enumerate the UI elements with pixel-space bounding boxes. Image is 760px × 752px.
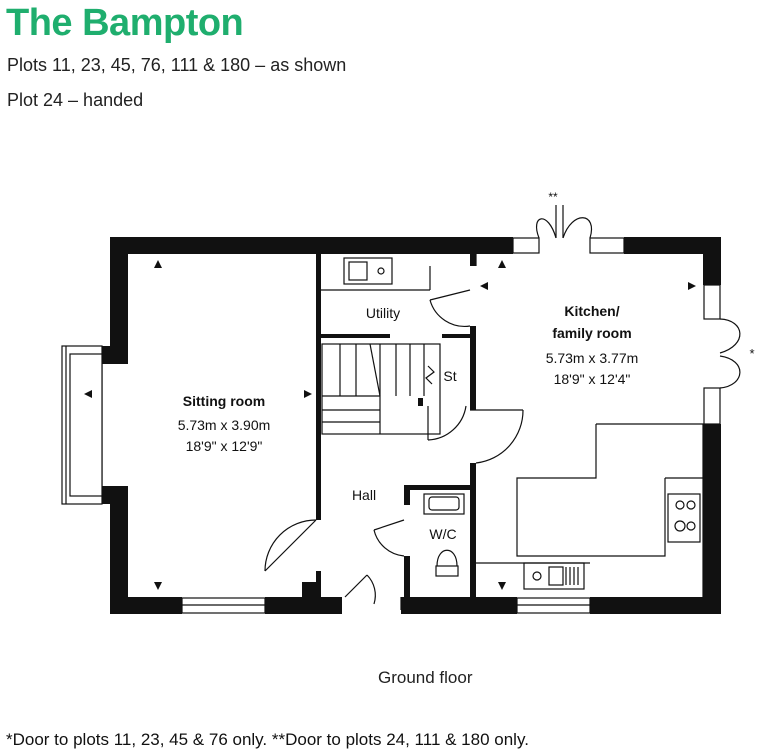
interior-walls	[302, 254, 476, 597]
sitting-room-imperial: 18'9" x 12'9"	[186, 438, 263, 454]
staircase	[321, 343, 441, 435]
floor-label: Ground floor	[378, 668, 473, 687]
footnote: *Door to plots 11, 23, 45 & 76 only. **D…	[6, 730, 529, 749]
kitchen-imperial: 18'9" x 12'4"	[554, 371, 631, 387]
double-door-marker: **	[548, 190, 558, 204]
kitchen-label-line1: Kitchen/	[564, 303, 619, 319]
sitting-room-label: Sitting room	[183, 393, 265, 409]
kitchen-units	[321, 254, 704, 597]
store-label: St	[443, 368, 456, 384]
hall-label: Hall	[352, 487, 376, 503]
dimension-arrows	[84, 260, 696, 590]
wc-label: W/C	[429, 526, 456, 542]
page-title: The Bampton	[6, 2, 244, 44]
windows	[61, 237, 721, 614]
outer-walls	[102, 237, 721, 614]
doors	[264, 205, 741, 610]
kitchen-metric: 5.73m x 3.77m	[546, 350, 639, 366]
plots-line: Plots 11, 23, 45, 76, 111 & 180 – as sho…	[7, 55, 347, 75]
single-door-marker: *	[749, 346, 754, 361]
handed-line: Plot 24 – handed	[7, 90, 144, 110]
kitchen-label-line2: family room	[552, 325, 631, 341]
sitting-room-metric: 5.73m x 3.90m	[178, 417, 271, 433]
wc-fixtures	[423, 493, 465, 577]
utility-label: Utility	[366, 305, 400, 321]
